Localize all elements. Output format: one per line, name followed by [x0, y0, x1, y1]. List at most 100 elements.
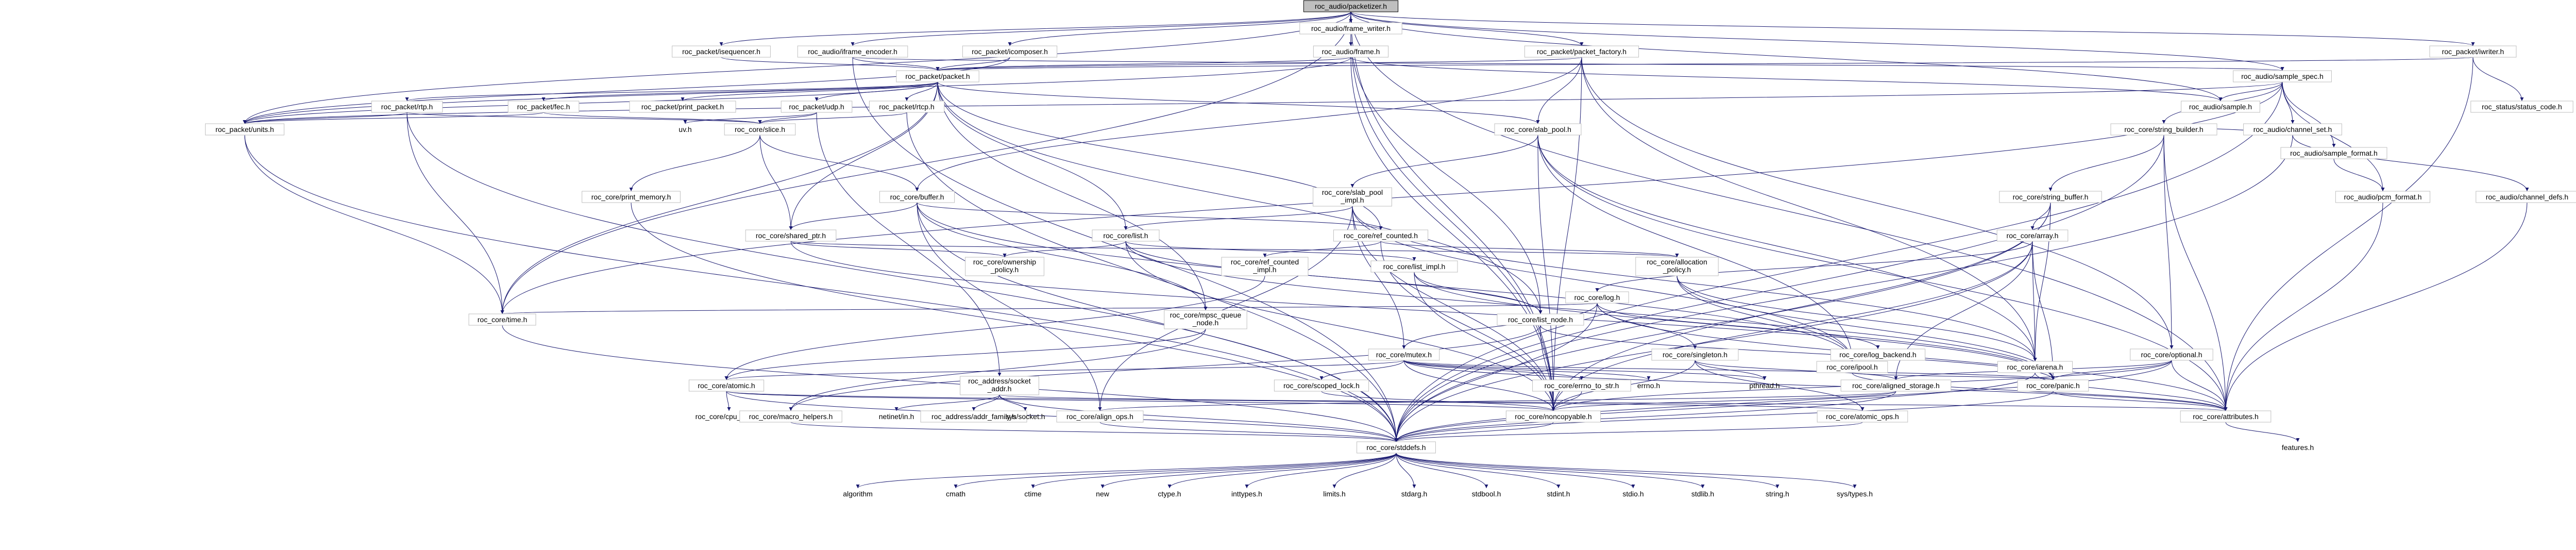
- node-roc-audio-channel-defs-h[interactable]: roc_audio/channel_defs.h: [2476, 191, 2576, 203]
- edge-n_refcnt-to-n_refimpl: [1263, 241, 1381, 258]
- edge-n_stddef-to-n_string: [1396, 453, 1780, 489]
- node-box: [724, 123, 796, 136]
- edge-n_packet-to-n_rtcp: [905, 81, 938, 102]
- node-label: roc_core/list.h: [1103, 231, 1148, 240]
- node-box: [1357, 441, 1436, 454]
- node-roc-core-time-h[interactable]: roc_core/time.h: [468, 313, 536, 326]
- edge-n_stddef-to-n_inttypes: [1245, 453, 1397, 489]
- node-roc-audio-frame-h[interactable]: roc_audio/frame.h: [1313, 45, 1389, 58]
- edge-n_listimpl-to-n_panic: [1414, 272, 2055, 380]
- node-roc-core-stddefs-h[interactable]: roc_core/stddefs.h: [1357, 441, 1436, 454]
- edge-n_aligned-to-n_stddef: [1394, 391, 1896, 442]
- node-roc-core-slice-h[interactable]: roc_core/slice.h: [724, 123, 796, 136]
- edge-n_slabimpl-to-n_list: [1124, 206, 1353, 230]
- node-roc-status-status-code-h[interactable]: roc_status/status_code.h: [2470, 101, 2573, 113]
- node-roc-core-attributes-h[interactable]: roc_core/attributes.h: [2180, 410, 2272, 423]
- node-label: stdarg.h: [1401, 490, 1428, 498]
- node-roc-address-addr-family-h[interactable]: roc_address/addr_family.h: [920, 410, 1027, 423]
- node-roc-audio-frame-writer-h[interactable]: roc_audio/frame_writer.h: [1299, 22, 1402, 35]
- node-roc-core-slab-pool-h[interactable]: roc_core/slab_pool.h: [1494, 123, 1582, 136]
- node-roc-audio-sample-format-h[interactable]: roc_audio/sample_format.h: [2280, 147, 2387, 159]
- edge-n_sock-to-n_stddef: [999, 394, 1398, 442]
- node-roc-core-ref-counted-impl-h[interactable]: roc_core/ref_counted_impl.h: [1221, 257, 1309, 276]
- node-label: roc_core/attributes.h: [2193, 412, 2259, 421]
- node-roc-audio-packetizer-h[interactable]: roc_audio/packetizer.h: [1303, 0, 1399, 12]
- node-roc-packet-icomposer-h[interactable]: roc_packet/icomposer.h: [962, 45, 1058, 58]
- edge-root-to-n_icomp: [1008, 11, 1351, 46]
- edge-n_sbuf-to-n_noncopy: [1551, 202, 2051, 411]
- node-roc-packet-rtcp-h[interactable]: roc_packet/rtcp.h: [869, 101, 945, 113]
- node-box: [1274, 379, 1369, 392]
- node-roc-core-shared-ptr-h[interactable]: roc_core/shared_ptr.h: [745, 229, 837, 242]
- edge-n_log-to-n_mutex: [1402, 303, 1598, 349]
- node-roc-audio-iframe-encoder-h[interactable]: roc_audio/iframe_encoder.h: [797, 45, 908, 58]
- node-box: [1370, 260, 1458, 273]
- edge-n_icomp-to-n_packet: [936, 57, 1010, 71]
- node-roc-core-align-ops-h[interactable]: roc_core/align_ops.h: [1056, 410, 1144, 423]
- node-roc-core-allocation-policy-h[interactable]: roc_core/allocation_policy.h: [1635, 257, 1719, 276]
- node-roc-core-atomic-ops-h[interactable]: roc_core/atomic_ops.h: [1817, 410, 1908, 423]
- node-roc-core-errno-to-str-h[interactable]: roc_core/errno_to_str.h: [1532, 379, 1631, 392]
- node-roc-core-singleton-h[interactable]: roc_core/singleton.h: [1651, 348, 1739, 361]
- node-box: [468, 313, 536, 326]
- node-roc-core-noncopyable-h[interactable]: roc_core/noncopyable.h: [1505, 410, 1601, 423]
- edge-n_stddef-to-n_new: [1100, 453, 1397, 489]
- node-roc-packet-udp-h[interactable]: roc_packet/udp.h: [781, 101, 853, 113]
- node-roc-core-ref-counted-h[interactable]: roc_core/ref_counted.h: [1333, 229, 1429, 242]
- node-roc-core-list-node-h[interactable]: roc_core/list_node.h: [1497, 313, 1584, 326]
- edge-n_list-to-n_listnode: [1125, 241, 1543, 314]
- node-ctime: ctime: [1024, 490, 1042, 498]
- edge-root-to-n_sspec: [1350, 11, 2284, 71]
- edge-n_listnode-to-n_macro: [789, 325, 1541, 411]
- node-roc-core-array-h[interactable]: roc_core/array.h: [1996, 229, 2069, 242]
- node-roc-core-slab-pool-impl-h[interactable]: roc_core/slab_pool_impl.h: [1313, 187, 1392, 207]
- node-roc-audio-sample-h[interactable]: roc_audio/sample.h: [2181, 101, 2260, 113]
- node-roc-core-iarena-h[interactable]: roc_core/iarena.h: [1997, 361, 2073, 373]
- edge-root-to-n_sample: [1350, 11, 2223, 102]
- node-box: [896, 70, 979, 82]
- edge-n_slice-to-n_buffer: [759, 135, 919, 192]
- edge-n_sspec-to-n_pcm: [2282, 81, 2385, 192]
- node-roc-packet-packet-h[interactable]: roc_packet/packet.h: [896, 70, 979, 82]
- node-roc-core-list-impl-h[interactable]: roc_core/list_impl.h: [1370, 260, 1458, 273]
- node-roc-core-atomic-h[interactable]: roc_core/atomic.h: [688, 379, 765, 392]
- edge-n_slabimpl-to-n_align: [1098, 206, 1353, 411]
- node-roc-audio-pcm-format-h[interactable]: roc_audio/pcm_format.h: [2335, 191, 2431, 203]
- edge-n_sock-to-n_syssock: [999, 394, 1027, 411]
- node-label: roc_core/atomic_ops.h: [1826, 412, 1899, 421]
- edge-n_packet-to-n_rtp: [405, 81, 938, 102]
- node-roc-core-string-builder-h[interactable]: roc_core/string_builder.h: [2110, 123, 2217, 136]
- node-roc-packet-isequencer-h[interactable]: roc_packet/isequencer.h: [672, 45, 771, 58]
- node-roc-packet-iwriter-h[interactable]: roc_packet/iwriter.h: [2429, 45, 2517, 58]
- node-roc-core-optional-h[interactable]: roc_core/optional.h: [2130, 348, 2213, 361]
- node-roc-address-socket-addr-h[interactable]: roc_address/socket_addr.h: [960, 376, 1039, 395]
- node-roc-core-scoped-lock-h[interactable]: roc_core/scoped_lock.h: [1274, 379, 1369, 392]
- node-roc-core-ownership-policy-h[interactable]: roc_core/ownership_policy.h: [965, 257, 1044, 276]
- node-roc-core-macro-helpers-h[interactable]: roc_core/macro_helpers.h: [739, 410, 842, 423]
- node-roc-packet-print-packet-h[interactable]: roc_packet/print_packet.h: [629, 101, 736, 113]
- node-roc-packet-fec-h[interactable]: roc_packet/fec.h: [507, 101, 580, 113]
- node-roc-core-log-backend-h[interactable]: roc_core/log_backend.h: [1830, 348, 1926, 361]
- edge-n_stddef-to-n_stdio: [1396, 453, 1635, 489]
- edge-n_log-to-n_time: [501, 303, 1598, 314]
- node-roc-core-log-h[interactable]: roc_core/log.h: [1565, 291, 1629, 304]
- edge-n_stddef-to-n_stdlib: [1396, 453, 1705, 489]
- node-roc-core-list-h[interactable]: roc_core/list.h: [1092, 229, 1160, 242]
- node-roc-core-panic-h[interactable]: roc_core/panic.h: [2017, 379, 2089, 392]
- node-box: [2280, 147, 2387, 159]
- node-roc-packet-rtp-h[interactable]: roc_packet/rtp.h: [371, 101, 443, 113]
- node-label: ctime: [1024, 490, 1042, 498]
- edge-n_stddef-to-n_limits: [1332, 453, 1397, 489]
- node-roc-packet-packet-factory-h[interactable]: roc_packet/packet_factory.h: [1524, 45, 1639, 58]
- node-roc-core-buffer-h[interactable]: roc_core/buffer.h: [879, 191, 955, 203]
- node-roc-core-mutex-h[interactable]: roc_core/mutex.h: [1368, 348, 1440, 361]
- node-roc-audio-channel-set-h[interactable]: roc_audio/channel_set.h: [2243, 123, 2342, 136]
- node-label: roc_core/macro_helpers.h: [749, 412, 833, 421]
- node-roc-core-mpsc-queue-node-h[interactable]: roc_core/mpsc_queue_node.h: [1164, 310, 1247, 329]
- node-roc-audio-sample-spec-h[interactable]: roc_audio/sample_spec.h: [2233, 70, 2332, 82]
- node-roc-core-string-buffer-h[interactable]: roc_core/string_buffer.h: [1999, 191, 2102, 203]
- node-roc-packet-units-h[interactable]: roc_packet/units.h: [205, 123, 284, 136]
- node-roc-core-aligned-storage-h[interactable]: roc_core/aligned_storage.h: [1840, 379, 1952, 392]
- node-roc-core-print-memory-h[interactable]: roc_core/print_memory.h: [582, 191, 681, 203]
- node-roc-core-ipool-h[interactable]: roc_core/ipool.h: [1816, 361, 1888, 373]
